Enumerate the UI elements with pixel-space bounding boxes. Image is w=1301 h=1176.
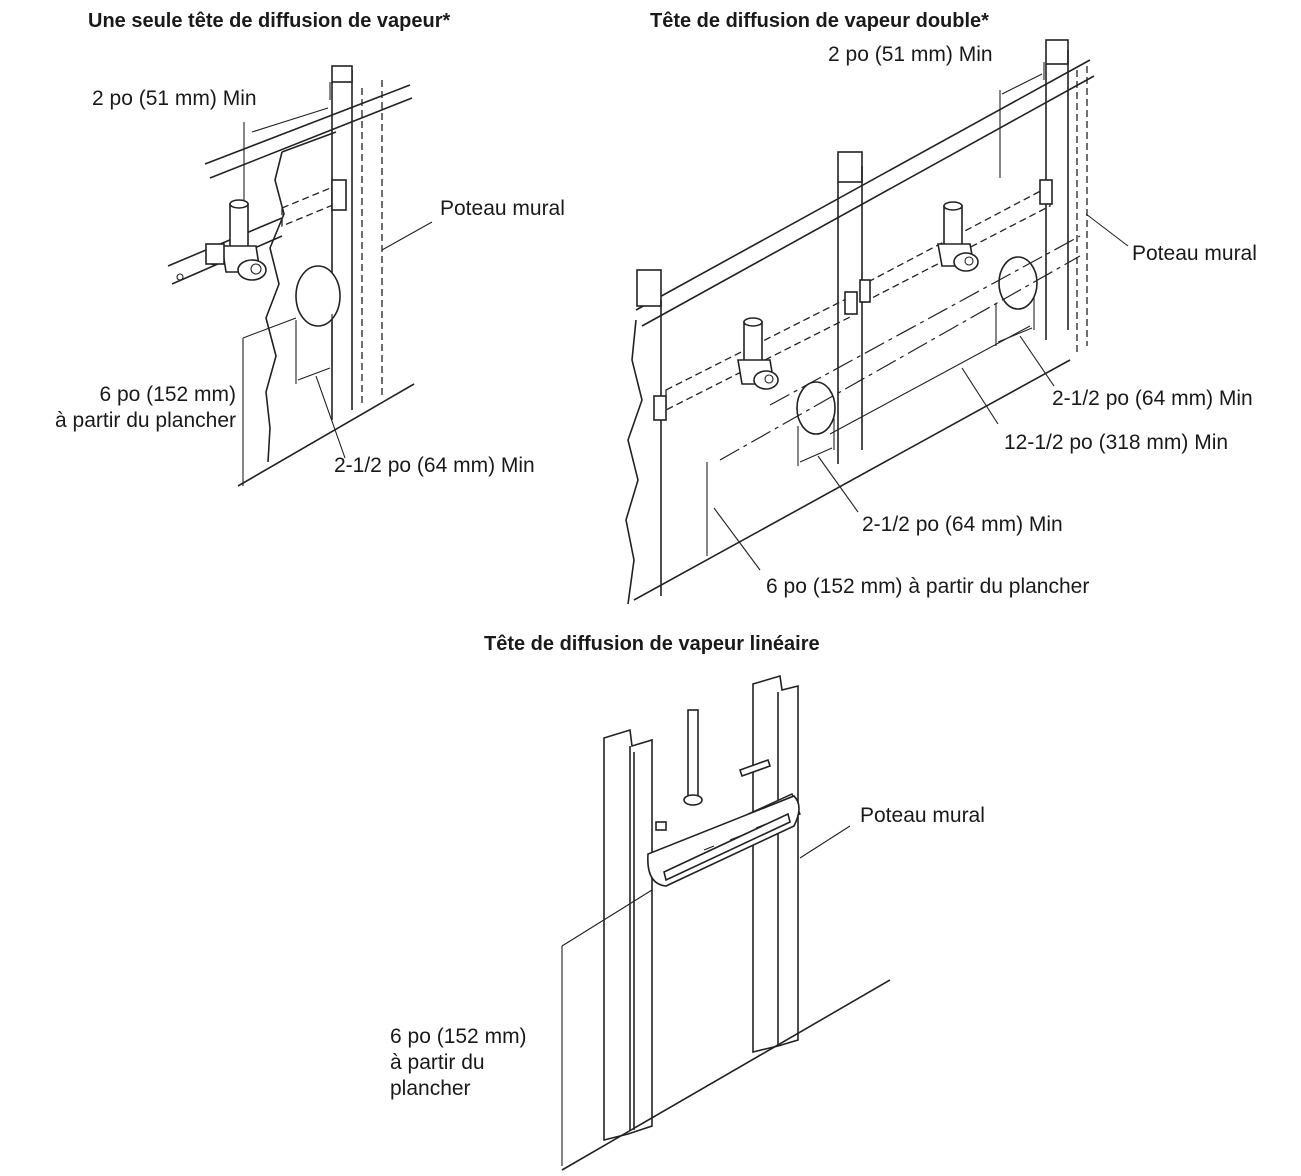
linear-head-title: Tête de diffusion de vapeur linéaire <box>484 633 820 655</box>
linear-stud-label: Poteau mural <box>860 804 985 827</box>
double-dim-left-hole-label: 2-1/2 po (64 mm) Min <box>862 513 1063 536</box>
single-floor-line2: à partir du plancher <box>55 409 236 432</box>
single-head-title: Une seule tête de diffusion de vapeur* <box>88 10 451 32</box>
double-floor-label: 6 po (152 mm) à partir du plancher <box>766 575 1090 598</box>
double-dim-spacing-label: 12-1/2 po (318 mm) Min <box>1004 431 1229 454</box>
linear-floor-line2: à partir du <box>390 1051 485 1074</box>
linear-floor-line3: plancher <box>390 1077 471 1100</box>
single-dim-hole-label: 2-1/2 po (64 mm) Min <box>334 454 535 477</box>
single-dim-top-label: 2 po (51 mm) Min <box>92 87 257 110</box>
single-floor-line1: 6 po (152 mm) <box>99 383 236 406</box>
single-floor-label: 6 po (152 mm) à partir du plancher <box>8 382 236 434</box>
double-head-drawing <box>625 39 1129 605</box>
double-dim-top-label: 2 po (51 mm) Min <box>828 43 993 66</box>
linear-floor-line1: 6 po (152 mm) <box>390 1025 527 1048</box>
double-head-title: Tête de diffusion de vapeur double* <box>650 10 989 32</box>
double-stud-label: Poteau mural <box>1132 242 1257 265</box>
single-head-drawing <box>167 65 433 487</box>
linear-floor-label: 6 po (152 mm) à partir du plancher <box>390 1024 527 1102</box>
single-stud-label: Poteau mural <box>440 197 565 220</box>
double-dim-right-hole-label: 2-1/2 po (64 mm) Min <box>1052 387 1253 410</box>
linear-head-drawing <box>561 674 891 1171</box>
